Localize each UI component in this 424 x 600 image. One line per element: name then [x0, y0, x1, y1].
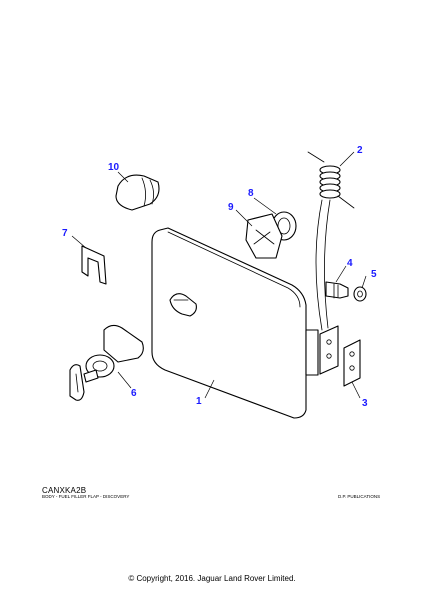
callout-1: 1	[196, 396, 202, 407]
callout-9: 9	[228, 202, 234, 213]
diagram-ref-code: CANXKA2B	[42, 486, 87, 495]
clip	[81, 245, 107, 285]
copyright-notice: © Copyright, 2016. Jaguar Land Rover Lim…	[128, 574, 296, 583]
callout-3: 3	[362, 398, 368, 409]
leader-lines	[71, 151, 367, 399]
hinge-plate	[343, 339, 361, 387]
release-catch	[245, 213, 283, 259]
fuel-filler-flap	[151, 199, 339, 419]
callout-6: 6	[131, 388, 137, 399]
buffer	[115, 174, 160, 211]
callout-8: 8	[248, 188, 254, 199]
bolt	[325, 281, 349, 299]
callout-7: 7	[62, 228, 68, 239]
washer	[353, 286, 367, 302]
callout-10: 10	[108, 162, 120, 173]
spring	[307, 151, 355, 209]
publisher-label: D.P. PUBLICATIONS	[338, 494, 381, 499]
callout-5: 5	[371, 269, 377, 280]
callout-2: 2	[357, 145, 363, 156]
callout-4: 4	[347, 258, 353, 269]
callouts: 1 2 3 4 5 6 7 8 9 10	[62, 145, 377, 409]
diagram-description: BODY - FUEL FILLER FLAP - DISCOVERY	[42, 494, 130, 499]
lock-barrel	[69, 324, 144, 401]
